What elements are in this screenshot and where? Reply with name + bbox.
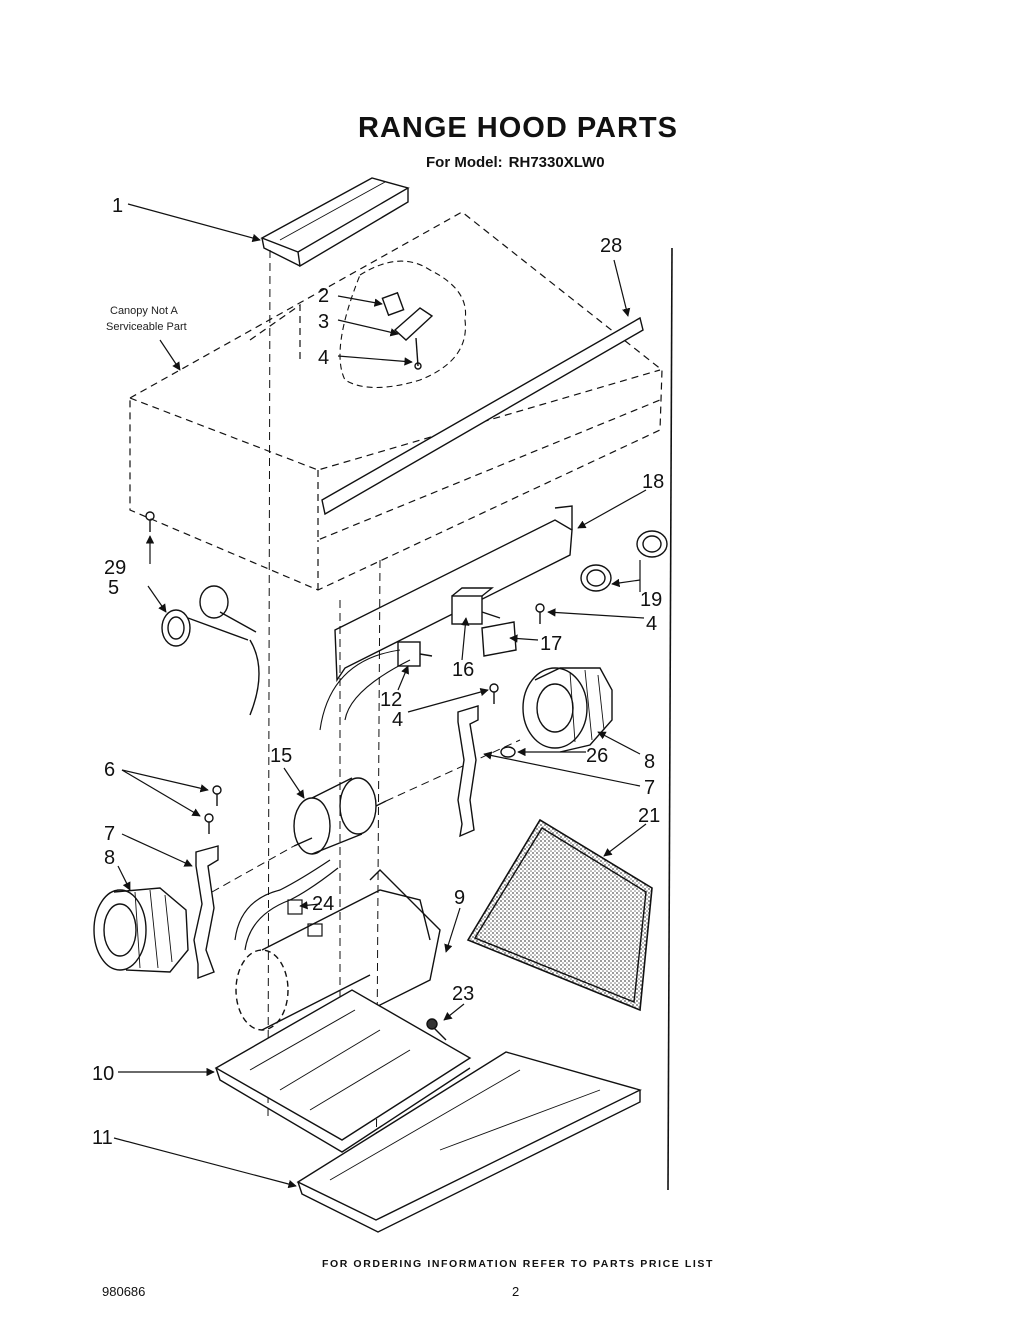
light-switch-part [397, 641, 433, 667]
page-number: 2 [512, 1284, 520, 1299]
control-panel-part [334, 505, 573, 683]
callout-8: 8 [104, 847, 115, 869]
callout-26: 26 [586, 745, 608, 767]
callout-28: 28 [600, 235, 622, 257]
callout-23: 23 [452, 983, 474, 1005]
callout-1: 1 [112, 195, 123, 217]
light-lens-strip [321, 316, 644, 516]
screw-part-29 [145, 511, 155, 532]
callout-4: 4 [392, 709, 403, 731]
motor-bracket-left [193, 845, 219, 980]
model-number: RH7330XLW0 [508, 154, 605, 171]
callout-19: 19 [640, 589, 662, 611]
switch-wiring [319, 649, 411, 731]
switch-bracket-part [481, 621, 517, 657]
callout-17: 17 [540, 633, 562, 655]
bottom-plate-part [214, 989, 472, 1153]
screw-part-23 [426, 1018, 447, 1041]
model-prefix: For Model: [426, 154, 503, 171]
blower-wheel-left [93, 887, 189, 973]
right-border-line [667, 247, 673, 1191]
washer-part [500, 746, 516, 758]
blower-wheel-right [522, 667, 613, 753]
document-number: 980686 [102, 1284, 146, 1299]
page-title: RANGE HOOD PARTS [358, 112, 678, 144]
model-subtitle: For Model: RH7330XLW0 [426, 154, 605, 171]
damper-lid-part [260, 177, 410, 268]
callout-12: 12 [380, 689, 402, 711]
callout-21: 21 [638, 805, 660, 827]
callout-11: 11 [92, 1127, 113, 1149]
canopy-note-line2: Serviceable Part [106, 321, 187, 333]
canopy-note-line1: Canopy Not A [110, 305, 179, 317]
callout-2: 2 [318, 285, 329, 307]
control-knob-part [580, 530, 668, 592]
callout-24: 24 [312, 893, 334, 915]
callout-16: 16 [452, 659, 474, 681]
damper-opening-outline [339, 260, 467, 388]
callout-18: 18 [642, 471, 664, 493]
callout-4: 4 [318, 347, 329, 369]
grease-filter-part [466, 818, 653, 1012]
callout-5: 5 [108, 577, 119, 599]
filter-cover-part [296, 1051, 642, 1233]
callout-8: 8 [644, 751, 655, 773]
callout-3: 3 [318, 311, 329, 333]
callout-29: 29 [104, 557, 126, 579]
lamp-socket-part [161, 585, 260, 716]
motor-bracket-right [457, 705, 479, 838]
callout-7: 7 [644, 777, 655, 799]
callout-4: 4 [646, 613, 657, 635]
callout-6: 6 [104, 759, 115, 781]
screw-part-6 [204, 785, 222, 834]
callout-9: 9 [454, 887, 465, 909]
damper-switch-part [381, 291, 434, 370]
canopy-outline [129, 211, 663, 591]
callout-15: 15 [270, 745, 292, 767]
wiring-harness-part [234, 859, 339, 951]
callout-10: 10 [92, 1063, 114, 1085]
ordering-info-footer: FOR ORDERING INFORMATION REFER TO PARTS … [321, 1258, 715, 1270]
leader-lines [113, 203, 647, 1189]
blower-motor-part [293, 777, 387, 855]
screw-part-4 [489, 603, 545, 704]
callout-7: 7 [104, 823, 115, 845]
